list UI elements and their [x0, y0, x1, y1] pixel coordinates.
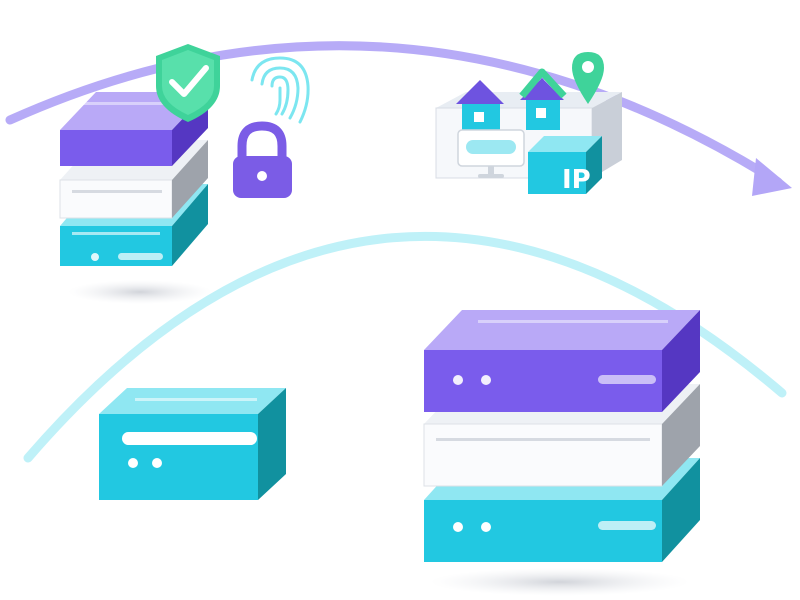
- network-devices-cluster: IP: [435, 52, 622, 195]
- fingerprint-icon: [250, 56, 310, 124]
- standalone-cyan-server: [99, 388, 286, 500]
- padlock-icon: [233, 121, 292, 198]
- purple-arc-arrow: [5, 41, 783, 187]
- purple-arrow-head: [752, 158, 792, 196]
- right-stack-purple-server: [424, 310, 700, 412]
- cyan-arc: [23, 231, 787, 463]
- ip-cube: IP: [528, 136, 602, 195]
- ip-label: IP: [562, 165, 591, 195]
- house-icon-2: [520, 78, 564, 130]
- right-server-stack: [423, 310, 700, 562]
- chevron-up-icon: [519, 68, 567, 99]
- left-server-stack: [59, 92, 208, 266]
- location-pin-icon: [572, 52, 604, 104]
- house-icon-1: [456, 80, 504, 134]
- monitor-icon: [457, 129, 525, 178]
- shield-check-icon: [156, 44, 220, 122]
- shadow-left-stack: [68, 280, 212, 304]
- shadow-right-stack: [430, 568, 690, 596]
